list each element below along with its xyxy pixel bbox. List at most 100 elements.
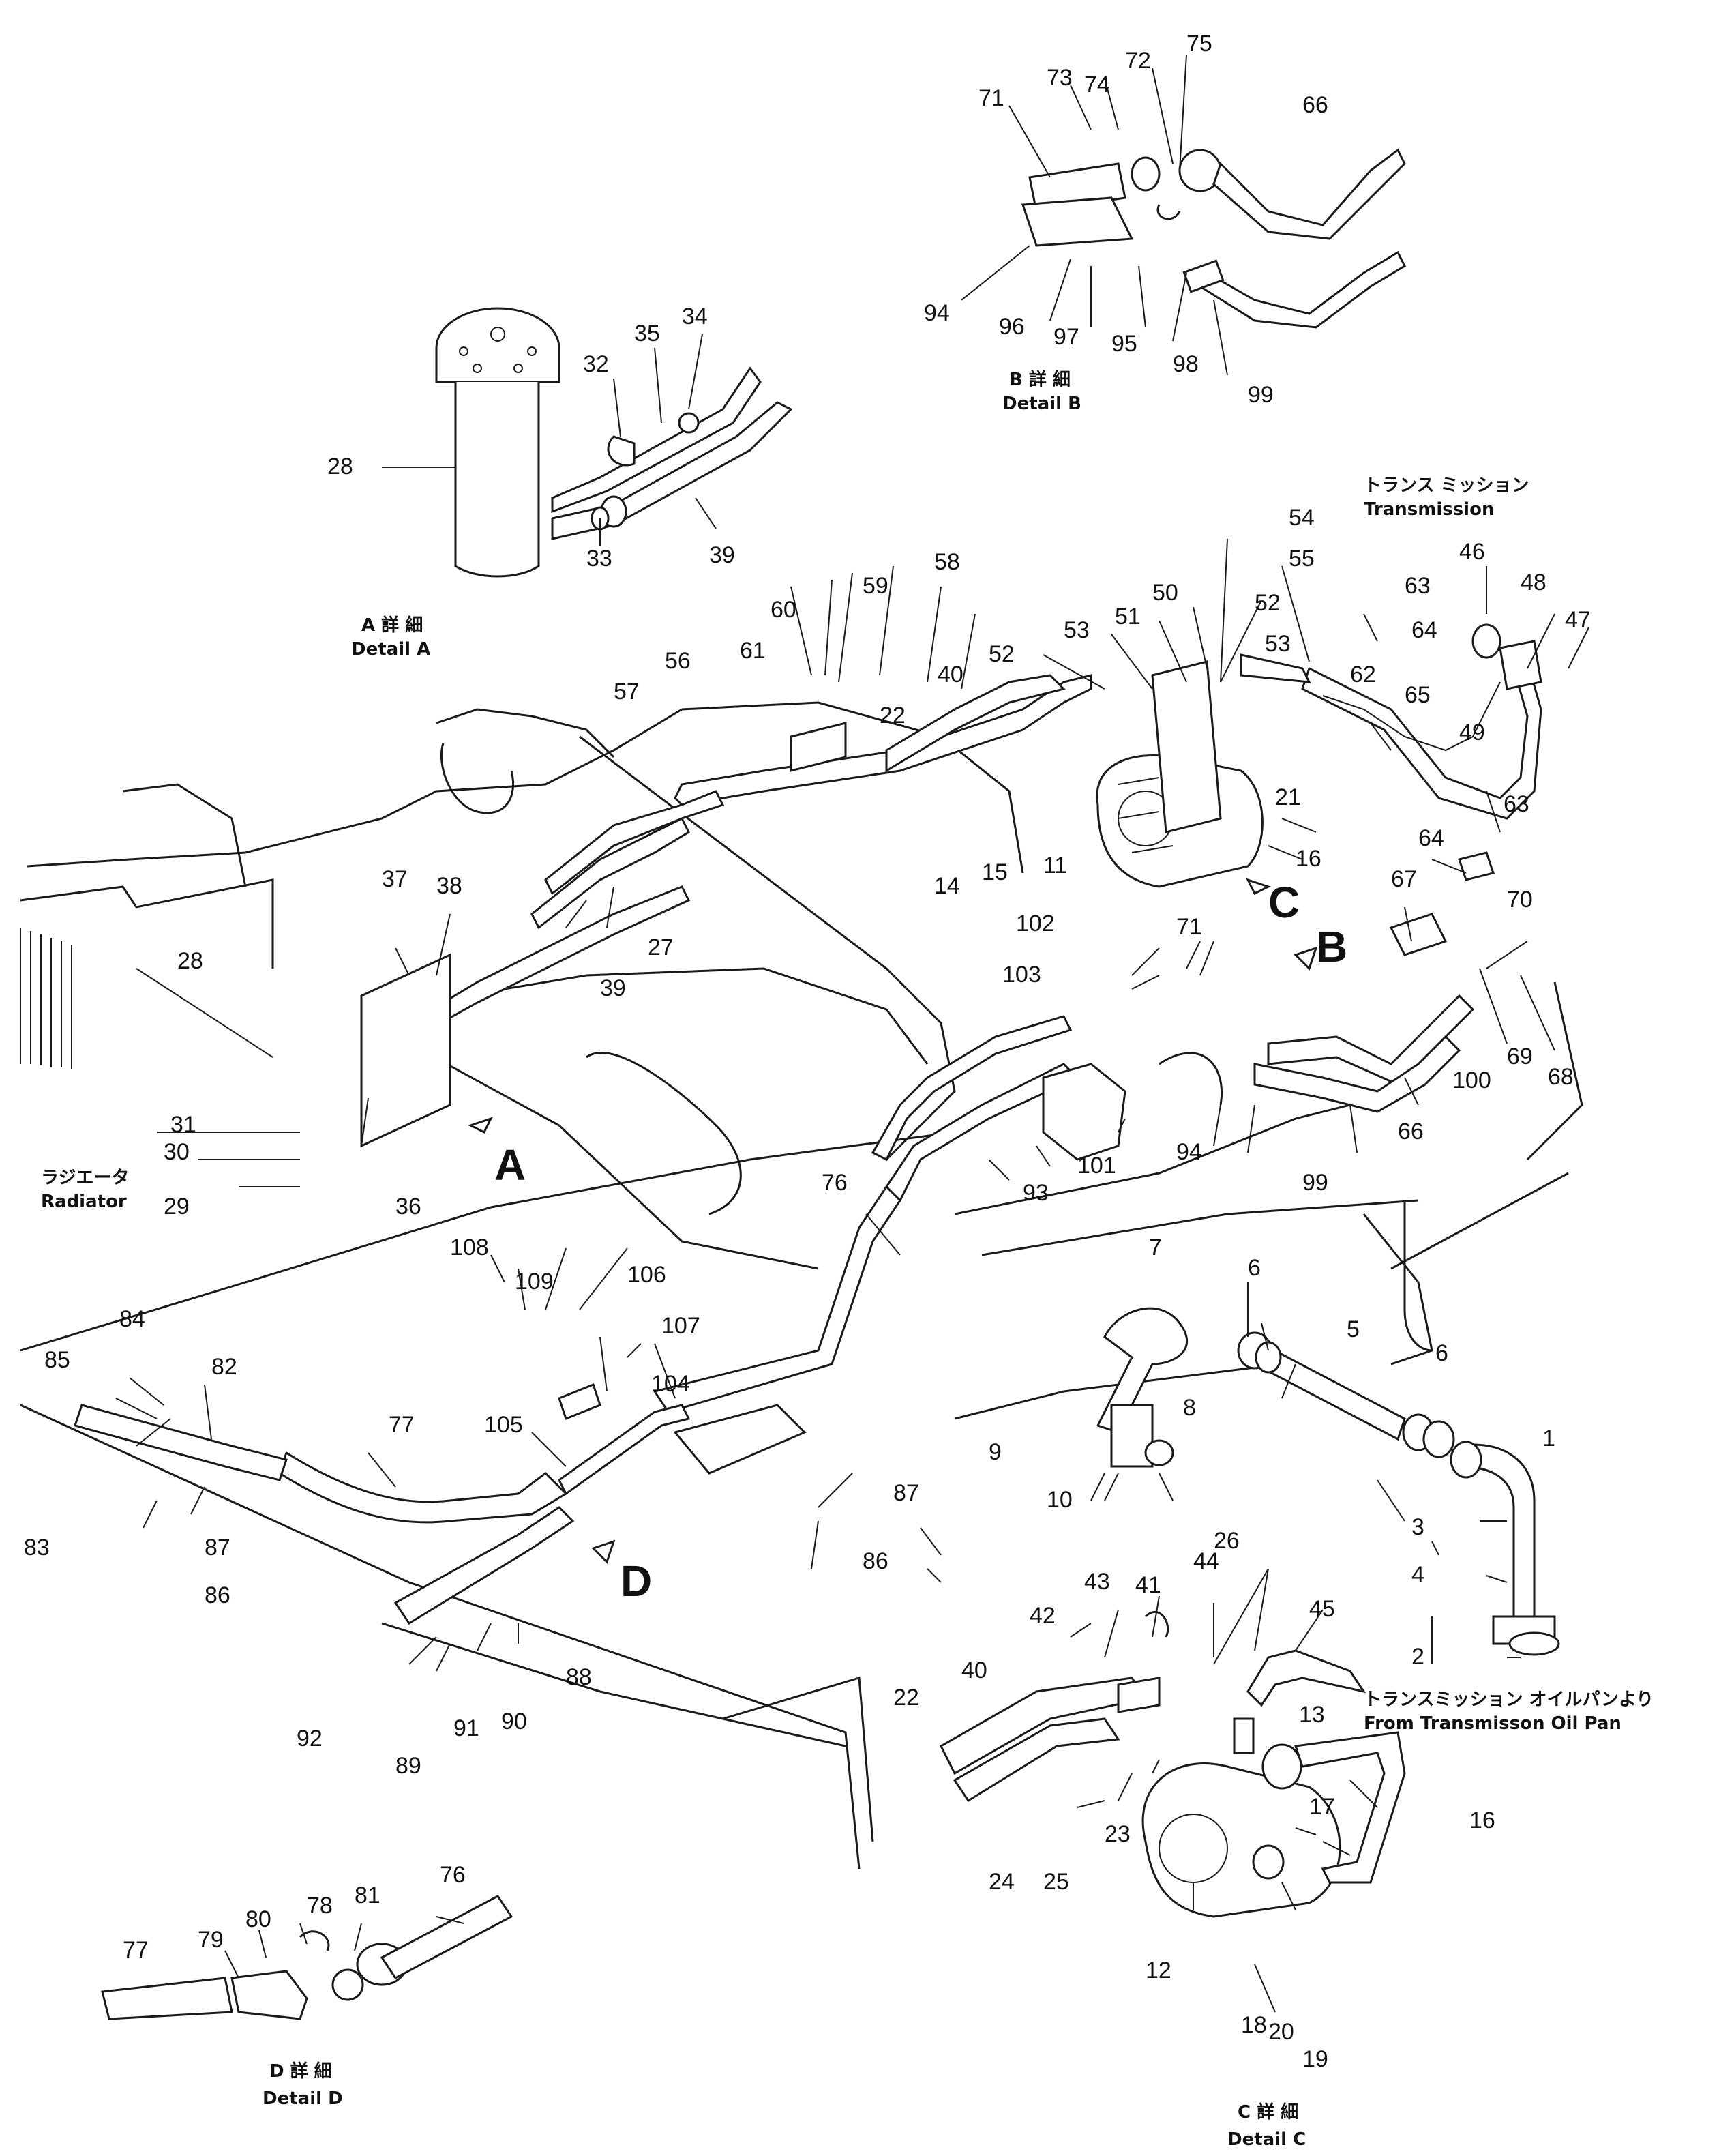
callout-86b: 86 bbox=[863, 1548, 888, 1574]
callout-39b: 39 bbox=[600, 975, 626, 1001]
callout-12: 12 bbox=[1146, 1958, 1171, 1983]
oilpan-caption-jp: トランスミッション オイルパンより bbox=[1364, 1689, 1654, 1710]
callout-66b: 66 bbox=[1398, 1119, 1424, 1145]
callout-103: 103 bbox=[1002, 962, 1041, 988]
radiator-caption-jp: ラジエータ bbox=[41, 1168, 129, 1188]
callout-22: 22 bbox=[880, 703, 906, 728]
detail-a-filter bbox=[435, 307, 793, 578]
callout-98: 98 bbox=[1173, 351, 1199, 377]
callout-77b: 77 bbox=[123, 1937, 149, 1963]
callout-101: 101 bbox=[1077, 1153, 1116, 1179]
callout-65: 65 bbox=[1405, 682, 1431, 708]
callout-80: 80 bbox=[245, 1906, 271, 1932]
callout-66: 66 bbox=[1302, 92, 1328, 118]
callout-34: 34 bbox=[682, 304, 708, 329]
view-marker-b: B bbox=[1316, 922, 1347, 971]
callout-72: 72 bbox=[1125, 48, 1151, 74]
detail-b-caption-jp: B 詳 細 bbox=[1009, 369, 1071, 390]
callout-41: 41 bbox=[1135, 1572, 1161, 1598]
callout-30: 30 bbox=[164, 1139, 190, 1165]
callout-37: 37 bbox=[382, 866, 408, 892]
callout-16b: 16 bbox=[1469, 1807, 1495, 1833]
chassis-frame bbox=[20, 701, 1583, 1870]
view-arrows bbox=[468, 878, 1318, 1564]
callout-71b: 71 bbox=[1176, 914, 1202, 940]
callout-39: 39 bbox=[709, 542, 735, 568]
callout-70: 70 bbox=[1507, 887, 1533, 913]
callout-53b: 53 bbox=[1265, 631, 1291, 657]
callout-104: 104 bbox=[651, 1371, 690, 1397]
callout-84: 84 bbox=[119, 1306, 145, 1332]
callout-82: 82 bbox=[211, 1354, 237, 1380]
callout-24: 24 bbox=[989, 1869, 1015, 1895]
callout-5: 5 bbox=[1347, 1316, 1360, 1342]
callout-107: 107 bbox=[661, 1313, 700, 1339]
pump-detail-c bbox=[1141, 1649, 1406, 1918]
callout-28: 28 bbox=[327, 454, 353, 479]
callout-76b: 76 bbox=[440, 1862, 466, 1888]
callout-92: 92 bbox=[297, 1726, 323, 1752]
callout-59: 59 bbox=[863, 573, 888, 599]
callout-1: 1 bbox=[1542, 1426, 1555, 1451]
pipe-group-1-5-7 bbox=[1096, 1200, 1560, 1656]
view-marker-a: A bbox=[494, 1140, 526, 1190]
callout-86: 86 bbox=[205, 1582, 230, 1608]
transmission-caption-jp: トランス ミッション bbox=[1364, 475, 1529, 496]
callout-3: 3 bbox=[1411, 1514, 1424, 1540]
callout-17: 17 bbox=[1309, 1794, 1335, 1820]
callout-83: 83 bbox=[24, 1535, 50, 1561]
callout-63: 63 bbox=[1405, 573, 1431, 599]
leader-lines bbox=[115, 54, 1589, 2013]
callout-109: 109 bbox=[515, 1269, 554, 1295]
callout-97: 97 bbox=[1053, 324, 1079, 350]
callout-55: 55 bbox=[1289, 546, 1315, 572]
callout-8: 8 bbox=[1183, 1395, 1196, 1421]
callout-99b: 99 bbox=[1302, 1170, 1328, 1196]
callout-62: 62 bbox=[1350, 662, 1376, 688]
callout-29: 29 bbox=[164, 1194, 190, 1220]
callout-52b: 52 bbox=[1255, 590, 1281, 616]
captions: A 詳 細 Detail A B 詳 細 Detail B C 詳 細 Deta… bbox=[41, 369, 1654, 2150]
callout-40: 40 bbox=[938, 662, 963, 688]
detail-c-caption-en: Detail C bbox=[1227, 2129, 1306, 2150]
callout-76: 76 bbox=[822, 1170, 848, 1196]
callout-95: 95 bbox=[1111, 331, 1137, 357]
callout-13: 13 bbox=[1299, 1702, 1325, 1728]
callout-73: 73 bbox=[1047, 65, 1073, 91]
callout-43: 43 bbox=[1084, 1569, 1110, 1595]
callout-10: 10 bbox=[1047, 1487, 1073, 1513]
callout-6: 6 bbox=[1248, 1255, 1261, 1281]
callout-18: 18 bbox=[1241, 2012, 1267, 2038]
callout-88: 88 bbox=[566, 1664, 592, 1690]
callout-26: 26 bbox=[1214, 1528, 1240, 1554]
callout-22b: 22 bbox=[893, 1685, 919, 1711]
callout-79: 79 bbox=[198, 1927, 224, 1953]
view-marker-c: C bbox=[1268, 878, 1300, 927]
callout-64: 64 bbox=[1411, 617, 1437, 643]
callout-27: 27 bbox=[648, 934, 674, 960]
callout-36: 36 bbox=[395, 1194, 421, 1220]
view-marker-labels: A B C D bbox=[494, 878, 1347, 1606]
callout-74: 74 bbox=[1084, 72, 1110, 98]
callout-33: 33 bbox=[586, 546, 612, 572]
callout-67: 67 bbox=[1391, 866, 1417, 892]
callout-106: 106 bbox=[627, 1262, 666, 1288]
callout-54: 54 bbox=[1289, 505, 1315, 531]
callout-94: 94 bbox=[924, 300, 950, 326]
view-marker-d: D bbox=[621, 1556, 652, 1606]
callout-9: 9 bbox=[989, 1439, 1002, 1465]
callout-labels: 1 2 3 4 5 6 6 7 8 9 10 11 12 13 14 15 16… bbox=[24, 31, 1591, 2072]
callout-2: 2 bbox=[1411, 1644, 1424, 1670]
detail-b-hoses bbox=[1021, 148, 1406, 329]
callout-102: 102 bbox=[1016, 911, 1055, 936]
callout-99: 99 bbox=[1248, 382, 1274, 408]
callout-50: 50 bbox=[1152, 580, 1178, 606]
callout-53: 53 bbox=[1064, 617, 1090, 643]
callout-31: 31 bbox=[170, 1112, 196, 1138]
radiator-caption-en: Radiator bbox=[41, 1192, 127, 1212]
callout-25: 25 bbox=[1043, 1869, 1069, 1895]
callout-105: 105 bbox=[484, 1412, 523, 1438]
callout-87: 87 bbox=[205, 1535, 230, 1561]
callout-16: 16 bbox=[1296, 846, 1321, 872]
